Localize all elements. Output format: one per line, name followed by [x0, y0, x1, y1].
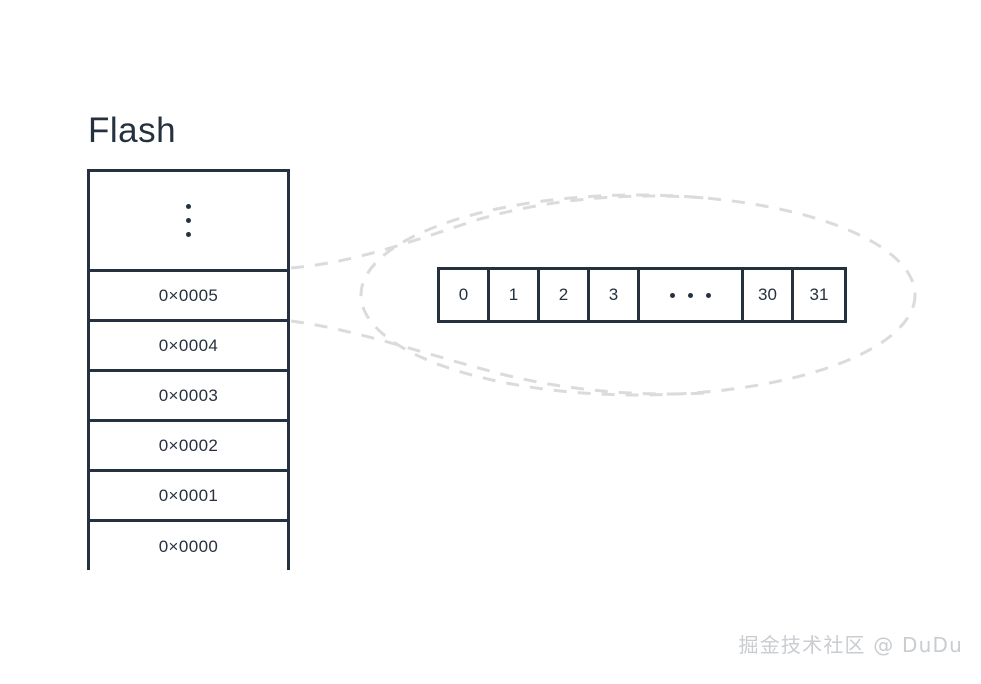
page-title: Flash — [88, 111, 177, 150]
byte-cell-ellipsis — [640, 270, 744, 320]
table-row[interactable]: 0×0005 — [90, 272, 287, 322]
table-row[interactable]: 0×0002 — [90, 422, 287, 472]
flash-address-label: 0×0005 — [158, 285, 219, 305]
byte-cell-label: 1 — [508, 285, 519, 304]
byte-cell[interactable]: 31 — [794, 270, 844, 320]
flash-address-label: 0×0001 — [158, 485, 219, 505]
byte-cell-label: 0 — [458, 285, 469, 304]
byte-cell[interactable]: 30 — [744, 270, 794, 320]
horizontal-ellipsis-icon — [670, 292, 711, 298]
callout-leader-line-top — [290, 194, 706, 270]
byte-cell-label: 31 — [809, 285, 829, 304]
flash-row-ellipsis — [90, 172, 287, 272]
table-row[interactable]: 0×0004 — [90, 322, 287, 372]
watermark: 掘金技术社区 @ DuDu — [738, 633, 963, 657]
byte-cell-array: 0 1 2 3 30 31 — [437, 267, 847, 323]
table-row[interactable]: 0×0003 — [90, 372, 287, 422]
table-row[interactable]: 0×0000 — [90, 522, 287, 572]
byte-cell-label: 3 — [608, 285, 619, 304]
byte-cell-label: 2 — [558, 285, 569, 304]
byte-cell-label: 30 — [758, 285, 777, 304]
byte-cell[interactable]: 3 — [590, 270, 640, 320]
byte-cell[interactable]: 2 — [540, 270, 590, 320]
flash-memory-block: 0×0005 0×0004 0×0003 0×0002 0×0001 0×000… — [87, 169, 290, 572]
flash-address-label: 0×0004 — [158, 335, 219, 355]
table-row[interactable]: 0×0001 — [90, 472, 287, 522]
vertical-ellipsis-icon — [186, 204, 191, 237]
flash-address-label: 0×0002 — [158, 435, 219, 455]
byte-cell[interactable]: 0 — [440, 270, 490, 320]
byte-cell[interactable]: 1 — [490, 270, 540, 320]
flash-address-label: 0×0003 — [158, 385, 219, 405]
callout-leader-line-bottom — [290, 319, 706, 396]
flash-address-label: 0×0000 — [158, 537, 219, 556]
